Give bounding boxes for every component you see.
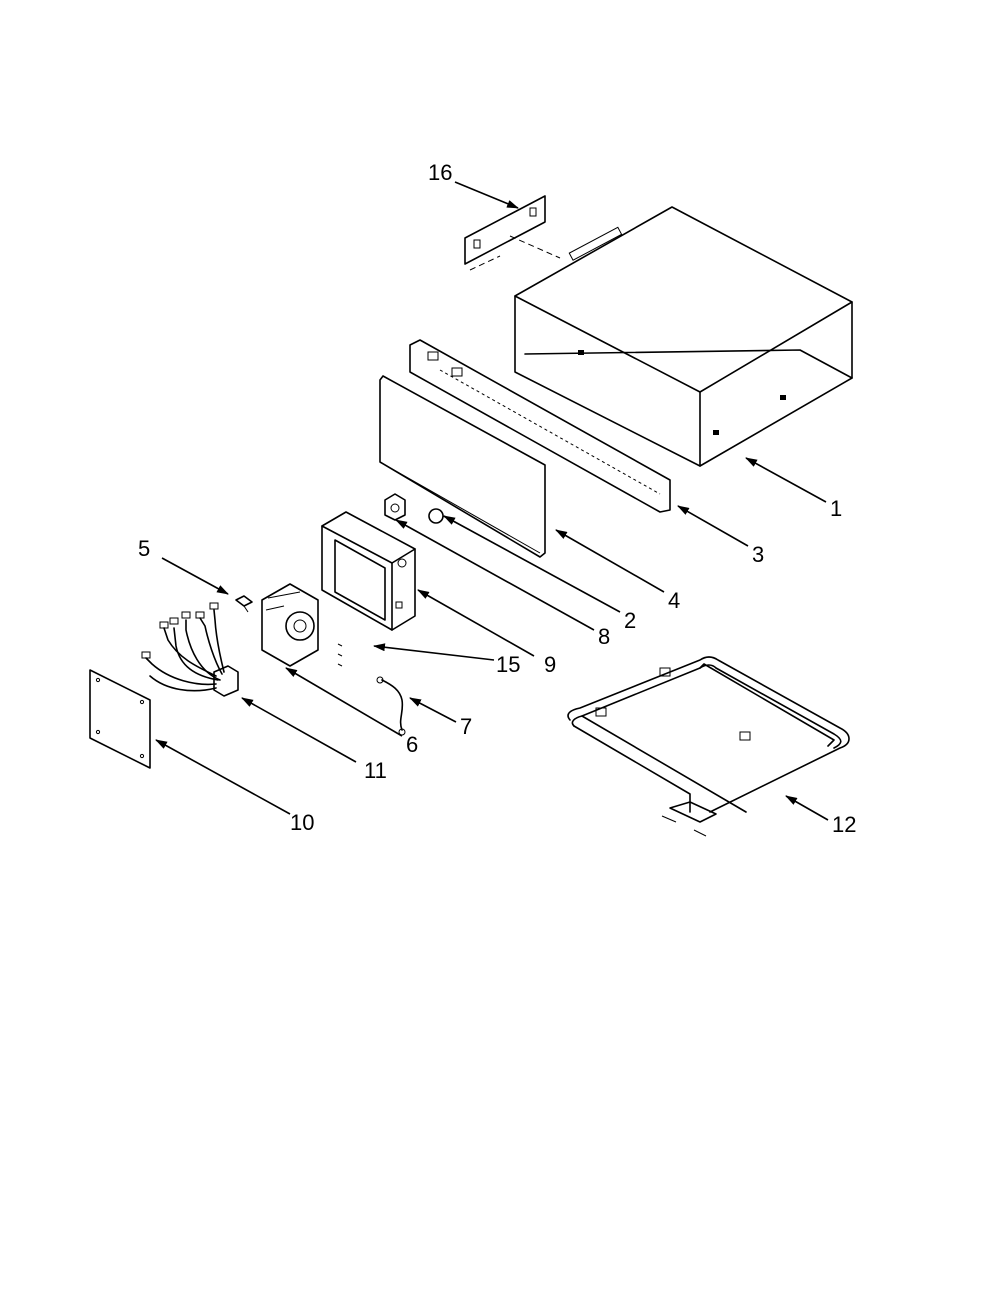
callout-15: 15: [496, 652, 520, 677]
leader-7: [409, 697, 457, 723]
callout-11: 11: [364, 758, 387, 783]
callout-1: 1: [830, 496, 842, 521]
leader-3: [677, 505, 749, 547]
part-12-heating-element: [567, 656, 850, 837]
leader-5: [161, 557, 229, 595]
leader-1: [745, 457, 827, 503]
callout-labels: 16 1 3 4 2 8 9 15 7 6 11 10 5 12: [138, 160, 856, 837]
leader-12: [785, 795, 829, 821]
part-5-screw: [235, 595, 253, 613]
part-6-motor: [261, 583, 319, 667]
leader-4: [555, 529, 665, 593]
part-1-top-cover: [514, 206, 853, 467]
callout-6: 6: [406, 732, 418, 757]
callout-7: 7: [460, 714, 472, 739]
callout-16: 16: [428, 160, 452, 185]
part-11-wire-harness: [141, 602, 239, 697]
callout-3: 3: [752, 542, 764, 567]
part-15-clips: [337, 643, 343, 667]
part-10-plate: [89, 669, 151, 769]
part-3-side-rail: [409, 339, 671, 513]
leader-6: [285, 667, 403, 737]
part-8-component: [384, 493, 406, 521]
callout-8: 8: [598, 624, 610, 649]
callout-5: 5: [138, 536, 150, 561]
leader-8: [395, 519, 595, 631]
part-4-panel: [379, 375, 546, 558]
callout-10: 10: [290, 810, 314, 835]
leader-lines: [155, 181, 829, 821]
callout-2: 2: [624, 608, 636, 633]
callout-4: 4: [668, 588, 680, 613]
callout-12: 12: [832, 812, 856, 837]
callout-9: 9: [544, 652, 556, 677]
part-9-housing: [321, 511, 416, 631]
leader-10: [155, 739, 291, 815]
leader-9: [417, 589, 535, 657]
part-7-sensor: [376, 676, 406, 736]
leader-2: [443, 515, 621, 613]
leader-15: [373, 643, 495, 661]
leader-11: [241, 697, 357, 763]
part-16-bracket: [464, 195, 561, 271]
leader-16: [454, 181, 519, 209]
